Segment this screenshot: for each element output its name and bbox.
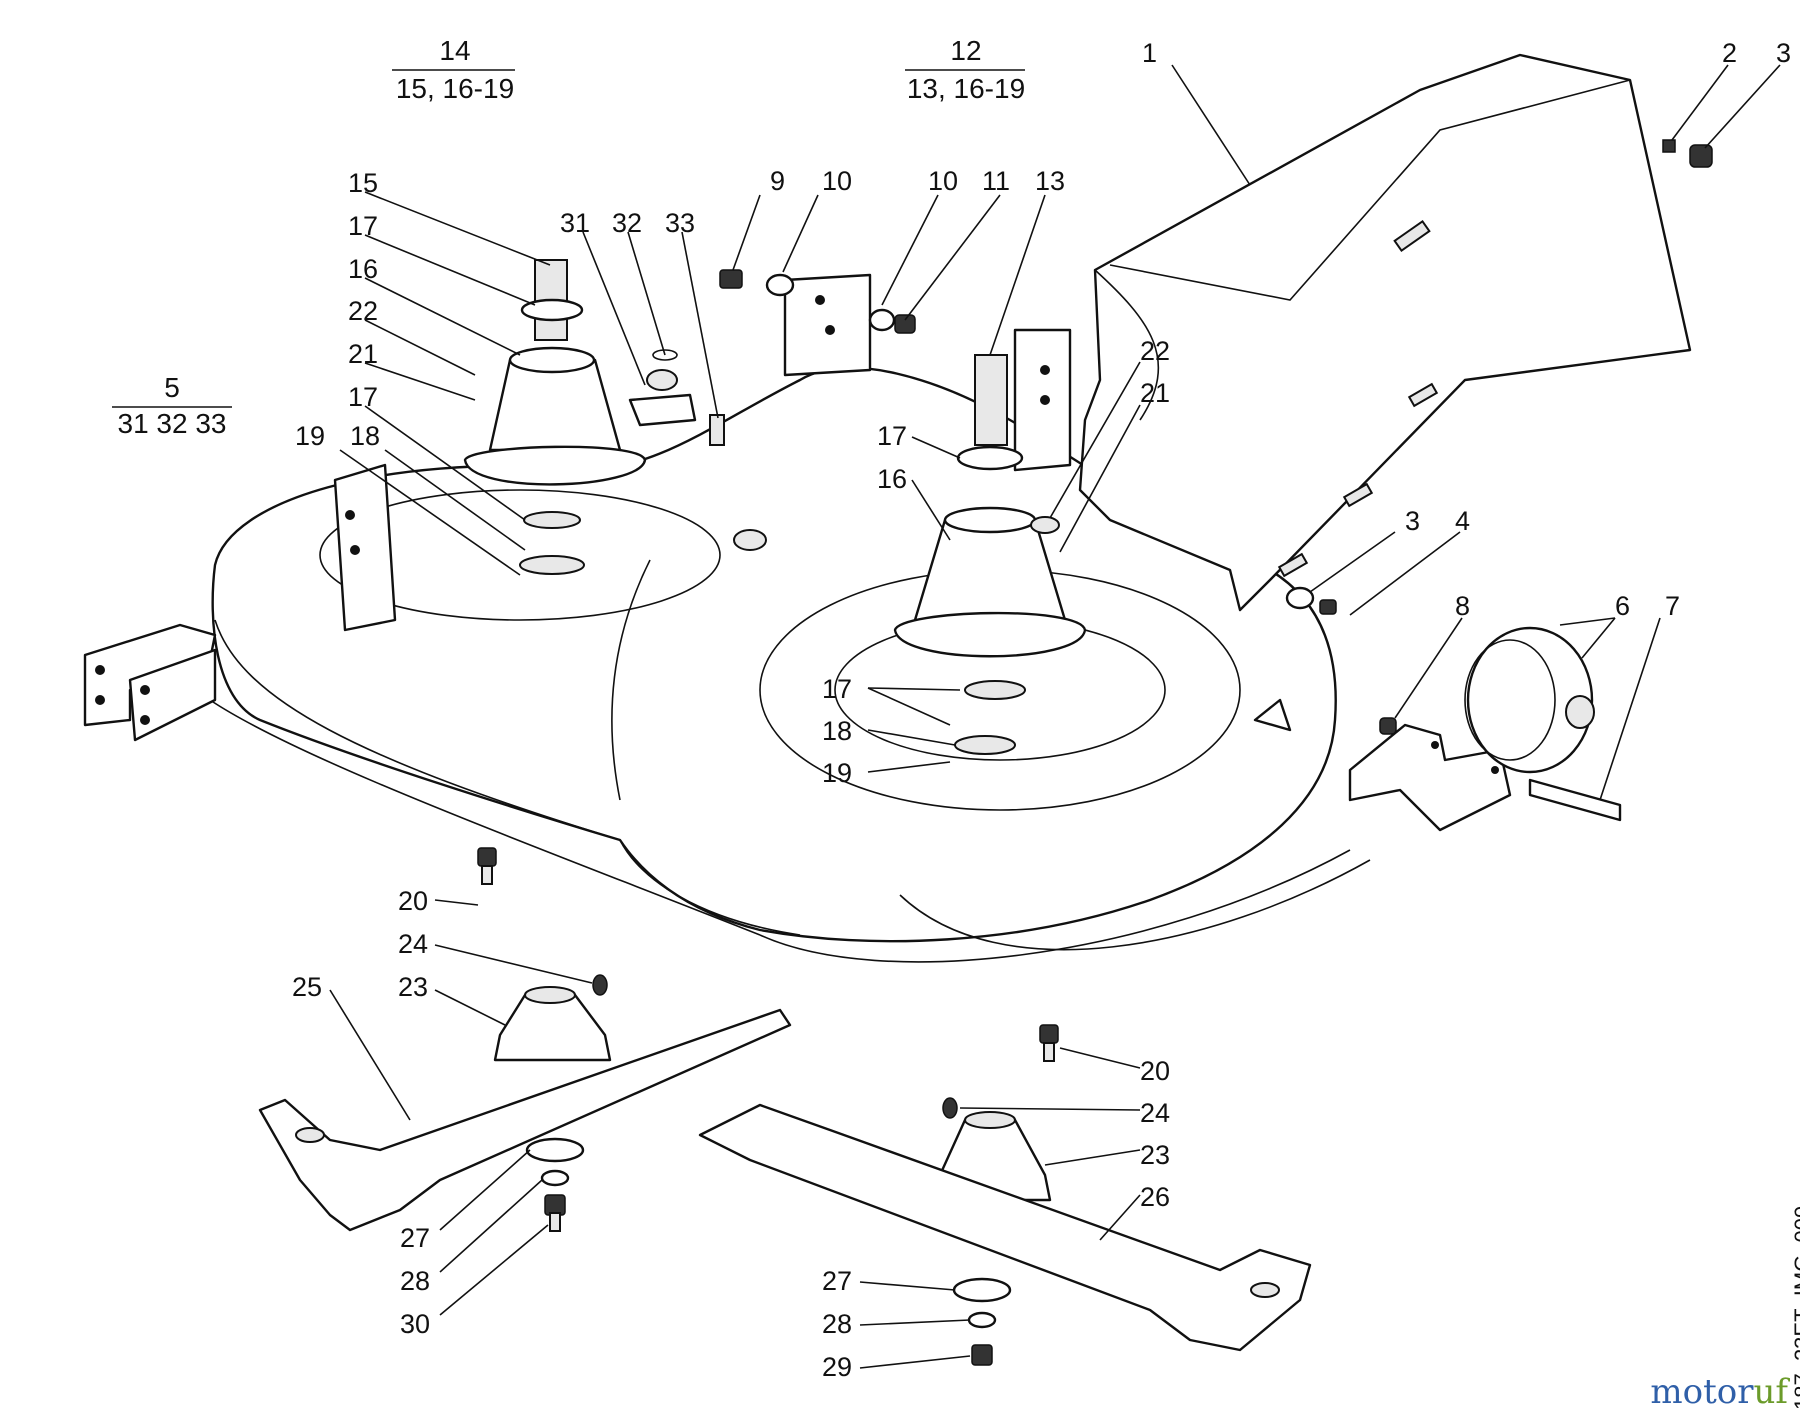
callout-label: 19 [822,758,852,788]
callout-label: 22 [1140,336,1170,366]
rear-brackets [783,273,1072,472]
watermark-part: motor [1650,1372,1754,1412]
left-spindle-cover [628,349,725,446]
group-label-bottom: 13, 16-19 [907,73,1025,104]
group-label-5: 5 31 32 33 [112,372,232,439]
callout-label: 2 [1722,38,1737,68]
group-label-12: 12 13, 16-19 [905,35,1025,104]
callout-label: 4 [1455,506,1470,536]
callout-label: 21 [1140,378,1170,408]
callout-label: 33 [665,208,695,238]
belt-cover [1078,53,1692,612]
callout-label: 30 [400,1309,430,1339]
callout-label: 29 [822,1352,852,1382]
callout-label: 23 [1140,1140,1170,1170]
callout-label: 32 [612,208,642,238]
callout-label: 20 [1140,1056,1170,1086]
callout-label: 9 [770,166,785,196]
hardware [477,139,1713,1119]
rear-right-bracket [1348,723,1512,832]
callout-label: 26 [1140,1182,1170,1212]
group-label-top: 5 [164,372,180,403]
leader-lines [329,64,1781,1369]
callout-label: 8 [1455,591,1470,621]
right-spindle [893,354,1087,755]
callout-label: 17 [348,211,378,241]
group-label-bottom: 31 32 33 [118,408,227,439]
callout-label: 24 [398,929,428,959]
callout-label: 10 [822,166,852,196]
callout-label: 18 [822,716,852,746]
group-label-14: 14 15, 16-19 [392,35,515,104]
callout-label: 16 [348,254,378,284]
callout-label: 13 [1035,166,1065,196]
callout-label: 7 [1665,591,1680,621]
callout-label: 22 [348,296,378,326]
callout-label: 17 [348,382,378,412]
callout-label: 23 [398,972,428,1002]
pulley [1464,626,1622,822]
callout-label: 28 [822,1309,852,1339]
callout-label: 10 [928,166,958,196]
image-code: 187_23ET_IMG_009 [1790,1205,1800,1410]
left-blade-hub [493,986,612,1062]
left-hub-fasteners [525,1137,585,1232]
callout-label: 28 [400,1266,430,1296]
callout-label: 16 [877,464,907,494]
group-label-top: 12 [950,35,981,66]
watermark-part: uf [1753,1372,1788,1412]
left-spindle [463,259,647,575]
callout-label: 6 [1615,591,1630,621]
mower-deck [209,366,1371,963]
callout-label: 17 [877,421,907,451]
left-blade [258,1008,792,1232]
group-label-top: 14 [439,35,470,66]
right-blade [698,1103,1312,1352]
front-brackets [83,463,397,742]
callout-label: 1 [1142,38,1157,68]
callout-labels: 1 2 3 15 17 16 22 21 17 19 18 31 32 33 9… [292,38,1791,1382]
callout-label: 18 [350,421,380,451]
callout-label: 27 [400,1223,430,1253]
callout-label: 21 [348,339,378,369]
right-hub-fasteners [952,1277,1012,1366]
callout-label: 3 [1776,38,1791,68]
callout-label: 11 [982,166,1010,196]
callout-label: 27 [822,1266,852,1296]
callout-label: 20 [398,886,428,916]
callout-label: 15 [348,168,378,198]
callout-label: 3 [1405,506,1420,536]
callout-label: 19 [295,421,325,451]
callout-label: 25 [292,972,322,1002]
group-label-bottom: 15, 16-19 [396,73,514,104]
callout-label: 24 [1140,1098,1170,1128]
callout-label: 31 [560,208,590,238]
callout-label: 17 [822,674,852,704]
watermark-logo: motoruf [1650,1372,1788,1412]
